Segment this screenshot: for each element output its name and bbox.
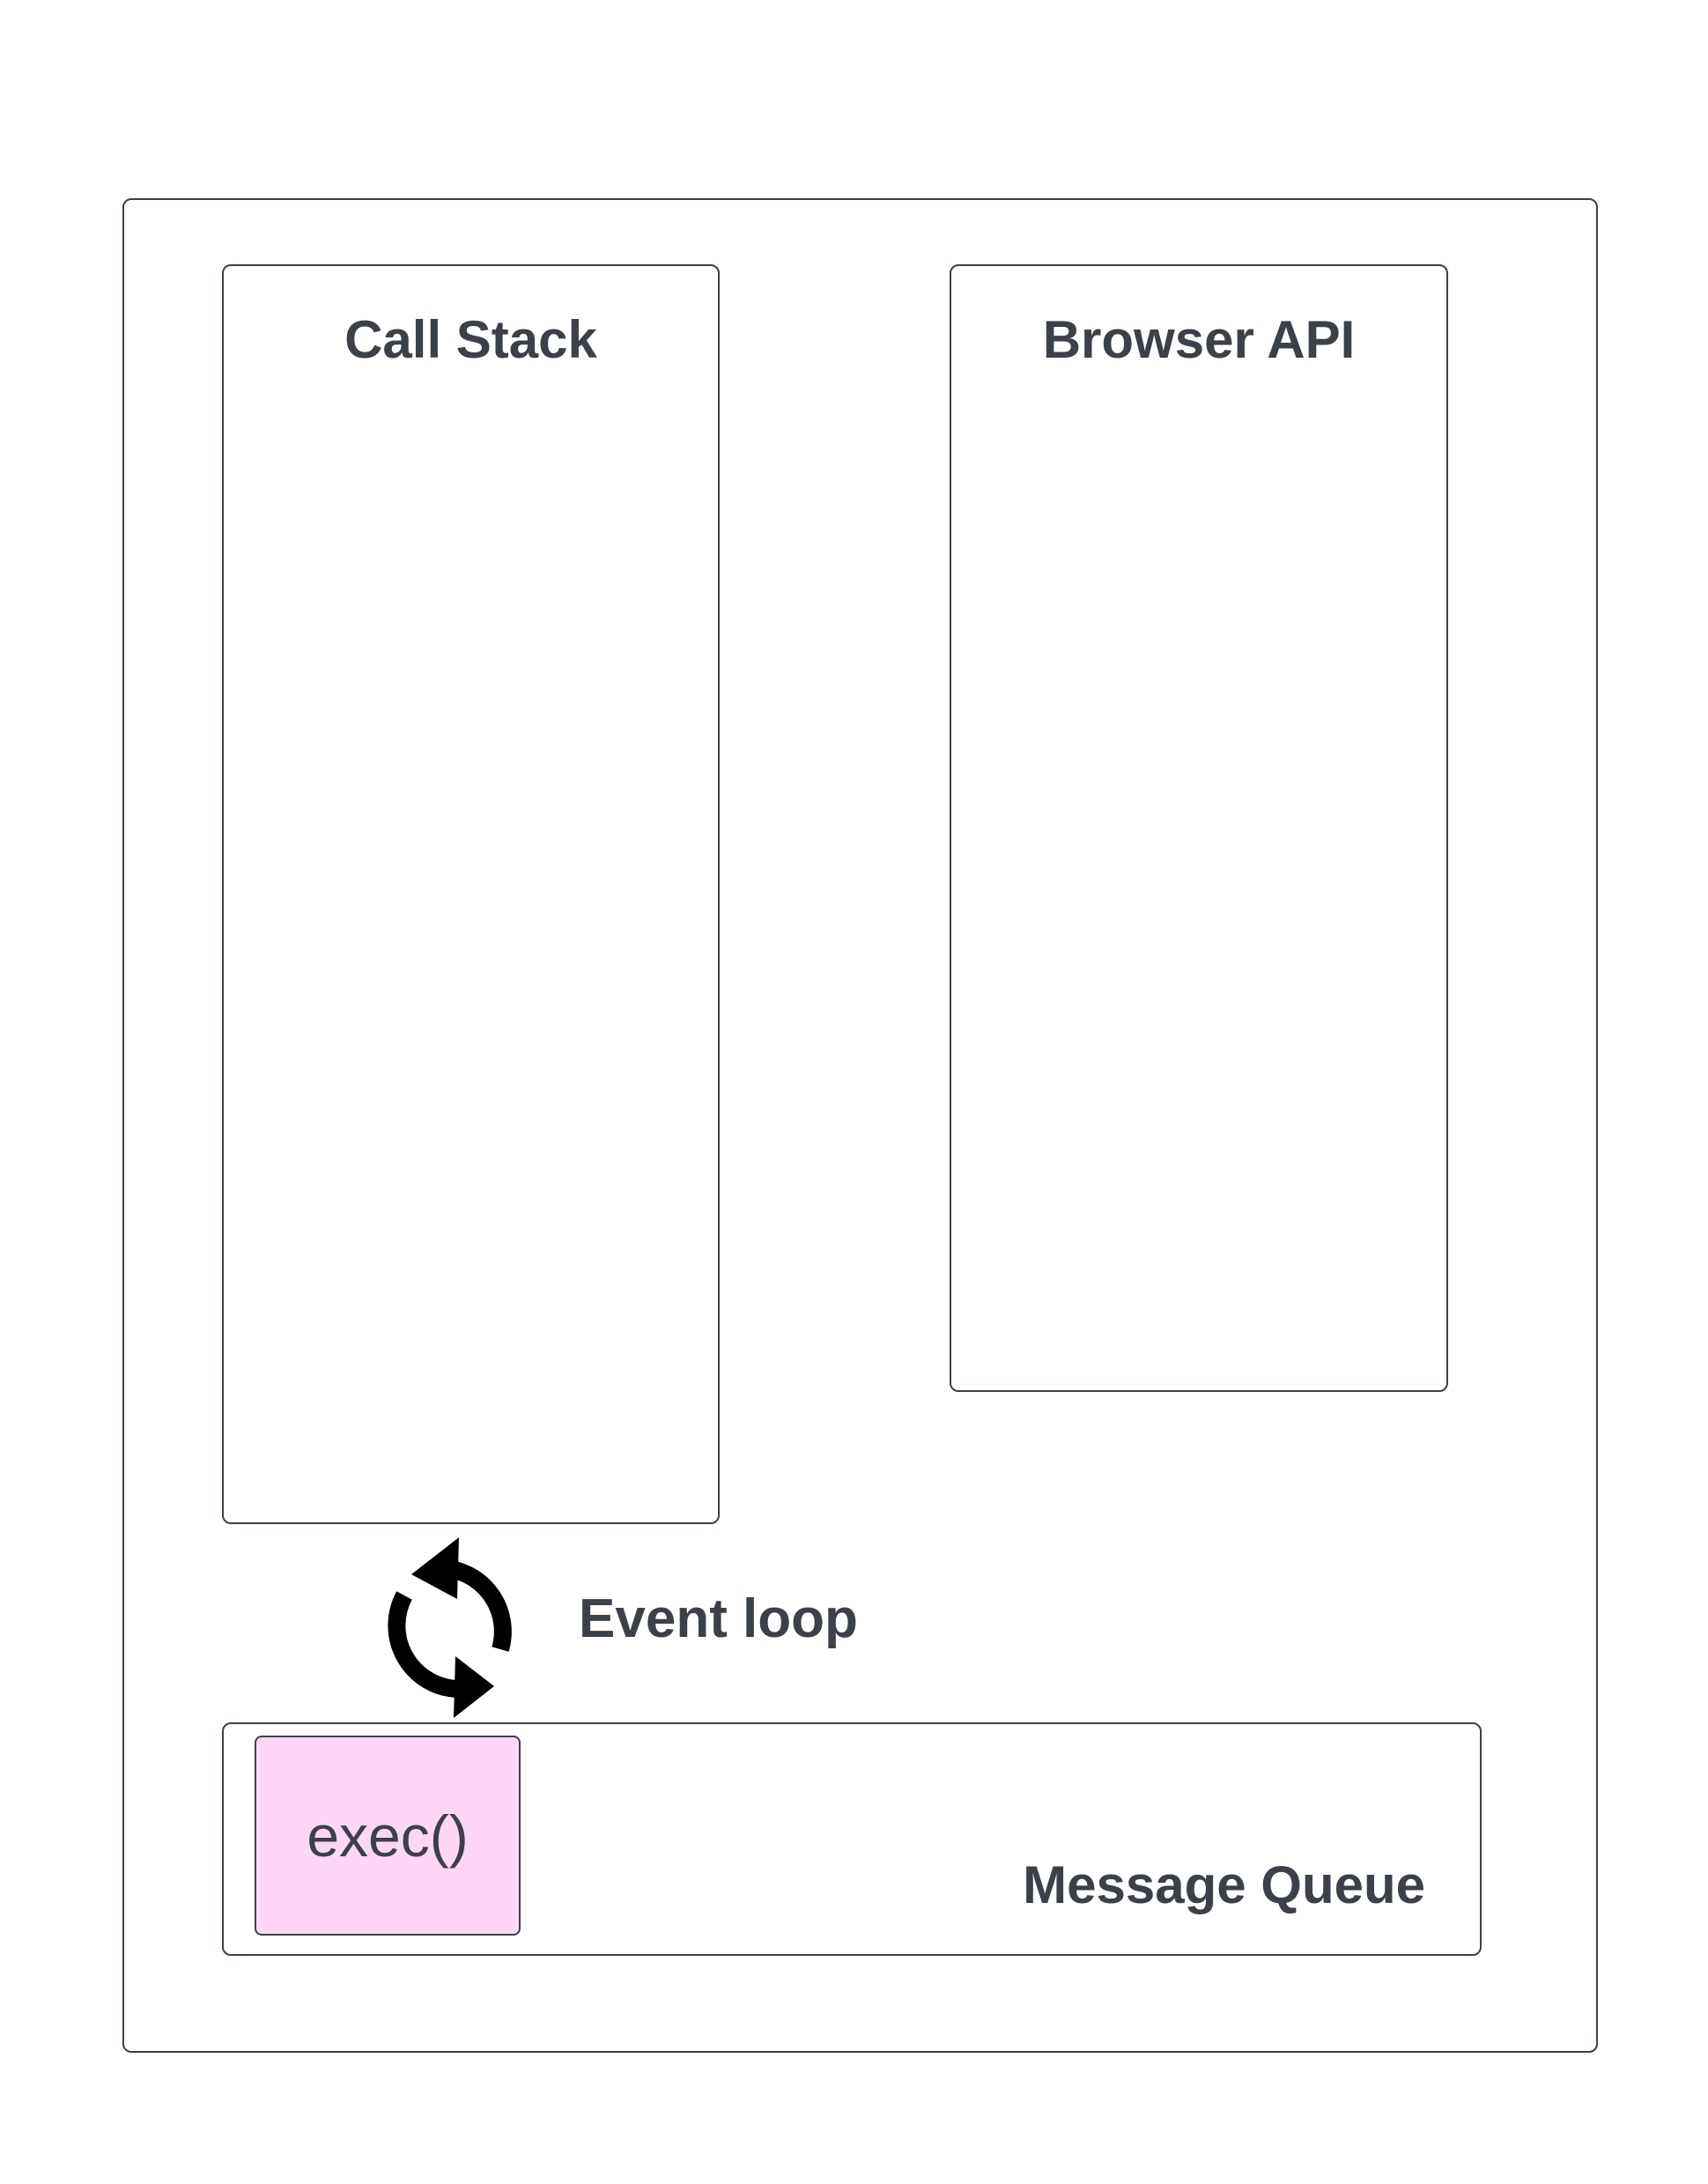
call-stack-title: Call Stack xyxy=(344,310,597,369)
queue-item-label: exec() xyxy=(307,1803,469,1869)
browser-api-panel: Browser API xyxy=(950,264,1448,1392)
browser-api-title: Browser API xyxy=(1042,310,1356,369)
message-queue-title: Message Queue xyxy=(1023,1855,1425,1914)
event-loop-label: Event loop xyxy=(579,1588,858,1649)
call-stack-panel: Call Stack xyxy=(222,264,720,1524)
message-queue-panel: exec() Message Queue xyxy=(222,1722,1482,1956)
refresh-icon xyxy=(388,1537,512,1718)
queue-item-exec: exec() xyxy=(255,1736,521,1936)
